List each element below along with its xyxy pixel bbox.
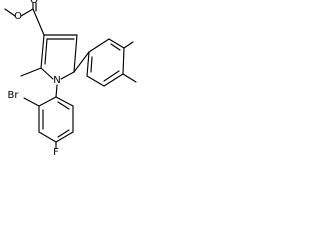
bond-aryl-inner-1 bbox=[110, 43, 121, 51]
bond-pyrrole-c4-c5 bbox=[73, 34, 78, 73]
atom-labels: O O N Br F bbox=[8, 0, 61, 156]
bond-skeleton bbox=[4, 2, 137, 149]
bond-methoxy-methyl bbox=[4, 8, 16, 17]
bond-aryl-inner-2 bbox=[103, 70, 120, 82]
bond-c-br bbox=[23, 97, 40, 107]
bond-pyrrole-n1-c2 bbox=[40, 67, 54, 80]
bond-pyrrole-c2-c3 bbox=[40, 34, 45, 69]
bond-aryl-d-e bbox=[103, 73, 124, 87]
atom-label-fluorine: F bbox=[53, 147, 59, 156]
bond-aryl-inner-3 bbox=[90, 56, 93, 73]
atom-label-pyrrole-nitrogen: N bbox=[53, 75, 60, 86]
bond-aryl-f-a bbox=[86, 51, 90, 77]
bond-c2-methyl bbox=[20, 67, 42, 77]
bond-aryl-methyl-2 bbox=[122, 73, 137, 83]
bond-ester-pyrrole bbox=[32, 8, 45, 36]
bond-n-aryl-inner-3 bbox=[57, 101, 70, 110]
atom-label-methoxy-oxygen: O bbox=[14, 11, 22, 22]
bond-n-aryl-c-d bbox=[38, 131, 57, 143]
bond-n1-aryl bbox=[55, 84, 58, 98]
bond-pyrrole-c2-c3-inner bbox=[44, 38, 48, 65]
bond-n-aryl-inner-2 bbox=[57, 129, 70, 138]
bond-n-aryl-f-a bbox=[55, 96, 74, 107]
atom-label-carbonyl-oxygen: O bbox=[30, 0, 38, 6]
bond-n-aryl-a-b bbox=[38, 96, 57, 107]
atom-label-bromine: Br bbox=[8, 90, 20, 101]
molecule-structure: O O N Br F bbox=[4, 0, 137, 156]
bond-pyrrole-c5-n1 bbox=[60, 71, 75, 80]
bond-methoxy-carbonyl bbox=[20, 8, 34, 17]
bond-n-aryl-d-e bbox=[55, 131, 74, 143]
bond-aryl-methyl-1 bbox=[123, 41, 134, 49]
bond-aryl-b-c bbox=[108, 38, 125, 49]
bond-aryl-e-f bbox=[86, 75, 105, 87]
bond-c5-aryl bbox=[73, 51, 90, 73]
bond-aryl-c-d bbox=[122, 47, 125, 75]
bond-aryl-a-b bbox=[88, 38, 110, 53]
